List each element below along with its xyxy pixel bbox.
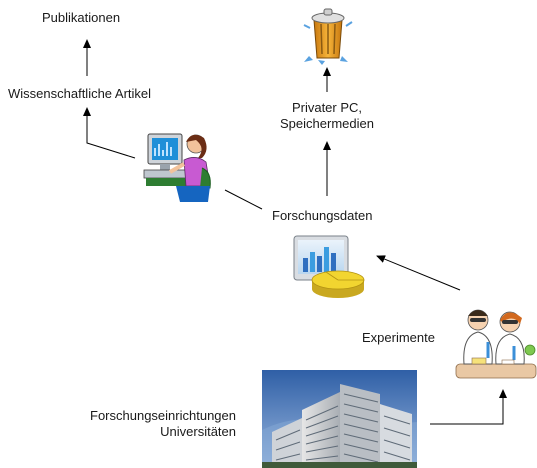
connectors — [83, 39, 507, 425]
university-building-photo — [262, 370, 417, 468]
label-private-pc-line2: Speichermedien — [280, 116, 374, 131]
scientists-icon — [455, 309, 537, 379]
label-private-pc-line1: Privater PC, — [291, 100, 363, 115]
connector-researcher-to-data — [224, 189, 263, 210]
data-chart-icon — [293, 235, 365, 298]
arrow-researcher-to-articles — [83, 107, 136, 159]
label-scientific-articles: Wissenschaftliche Artikel — [8, 86, 152, 101]
trash-can-icon — [303, 8, 353, 65]
computer-researcher-icon — [143, 133, 211, 202]
label-institutions-line2: Universitäten — [160, 424, 236, 439]
label-publications: Publikationen — [42, 10, 121, 25]
arrow-institutions-to-experiments — [430, 389, 507, 425]
label-private-pc: Privater PC, Speichermedien — [262, 100, 392, 132]
label-institutions: Forschungseinrichtungen Universitäten — [40, 408, 236, 440]
label-institutions-line1: Forschungseinrichtungen — [90, 408, 236, 423]
label-experiments: Experimente — [362, 330, 435, 345]
arrow-experiments-to-data — [376, 255, 461, 291]
label-research-data: Forschungsdaten — [272, 208, 373, 223]
